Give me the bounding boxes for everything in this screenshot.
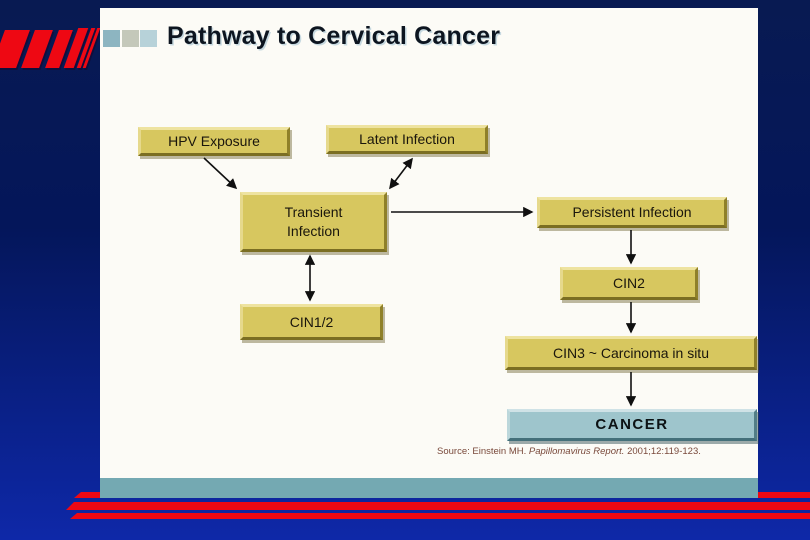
- node-cin2: CIN2: [560, 267, 698, 300]
- node-label: CIN3 ~ Carcinoma in situ: [552, 344, 709, 361]
- title-bullet-square-2: [122, 30, 139, 47]
- slide-footer-bar: [100, 478, 758, 498]
- edge-hpv-to-transient: [203, 157, 238, 190]
- node-label: Latent Infection: [359, 131, 455, 148]
- node-label: CIN2: [613, 275, 645, 292]
- source-journal: Papillomavirus Report.: [528, 446, 625, 457]
- node-cancer: CANCER: [507, 409, 757, 441]
- node-transient-infection: Transient Infection: [240, 192, 387, 252]
- slide-title: Pathway to Cervical Cancer: [167, 22, 501, 50]
- red-stripe-bottom: [70, 513, 810, 519]
- red-stripe-middle: [66, 502, 810, 510]
- node-cin1-2: CIN1/2: [240, 304, 383, 340]
- title-bullet-square-3: [140, 30, 157, 47]
- slide: Pathway to Cervical Cancer HPV Exposure …: [100, 8, 758, 498]
- node-label: CIN1/2: [289, 313, 334, 330]
- source-prefix: Source: Einstein MH.: [437, 446, 529, 457]
- node-label: HPV Exposure: [168, 133, 260, 150]
- title-bullet-square-1: [103, 30, 120, 47]
- node-cin3-carcinoma-in-situ: CIN3 ~ Carcinoma in situ: [505, 336, 757, 370]
- edge-latent-transient-bidirectional: [389, 157, 413, 190]
- source-citation: Source: Einstein MH. Papillomavirus Repo…: [437, 446, 701, 457]
- source-citation-numbers: 2001;12:119-123.: [624, 446, 701, 457]
- node-label: Persistent Infection: [572, 204, 692, 221]
- red-slash-decoration: [0, 28, 101, 70]
- node-label: Transient Infection: [284, 204, 343, 239]
- node-label: CANCER: [595, 415, 669, 433]
- node-hpv-exposure: HPV Exposure: [138, 127, 290, 156]
- node-latent-infection: Latent Infection: [326, 125, 488, 154]
- node-persistent-infection: Persistent Infection: [537, 197, 727, 228]
